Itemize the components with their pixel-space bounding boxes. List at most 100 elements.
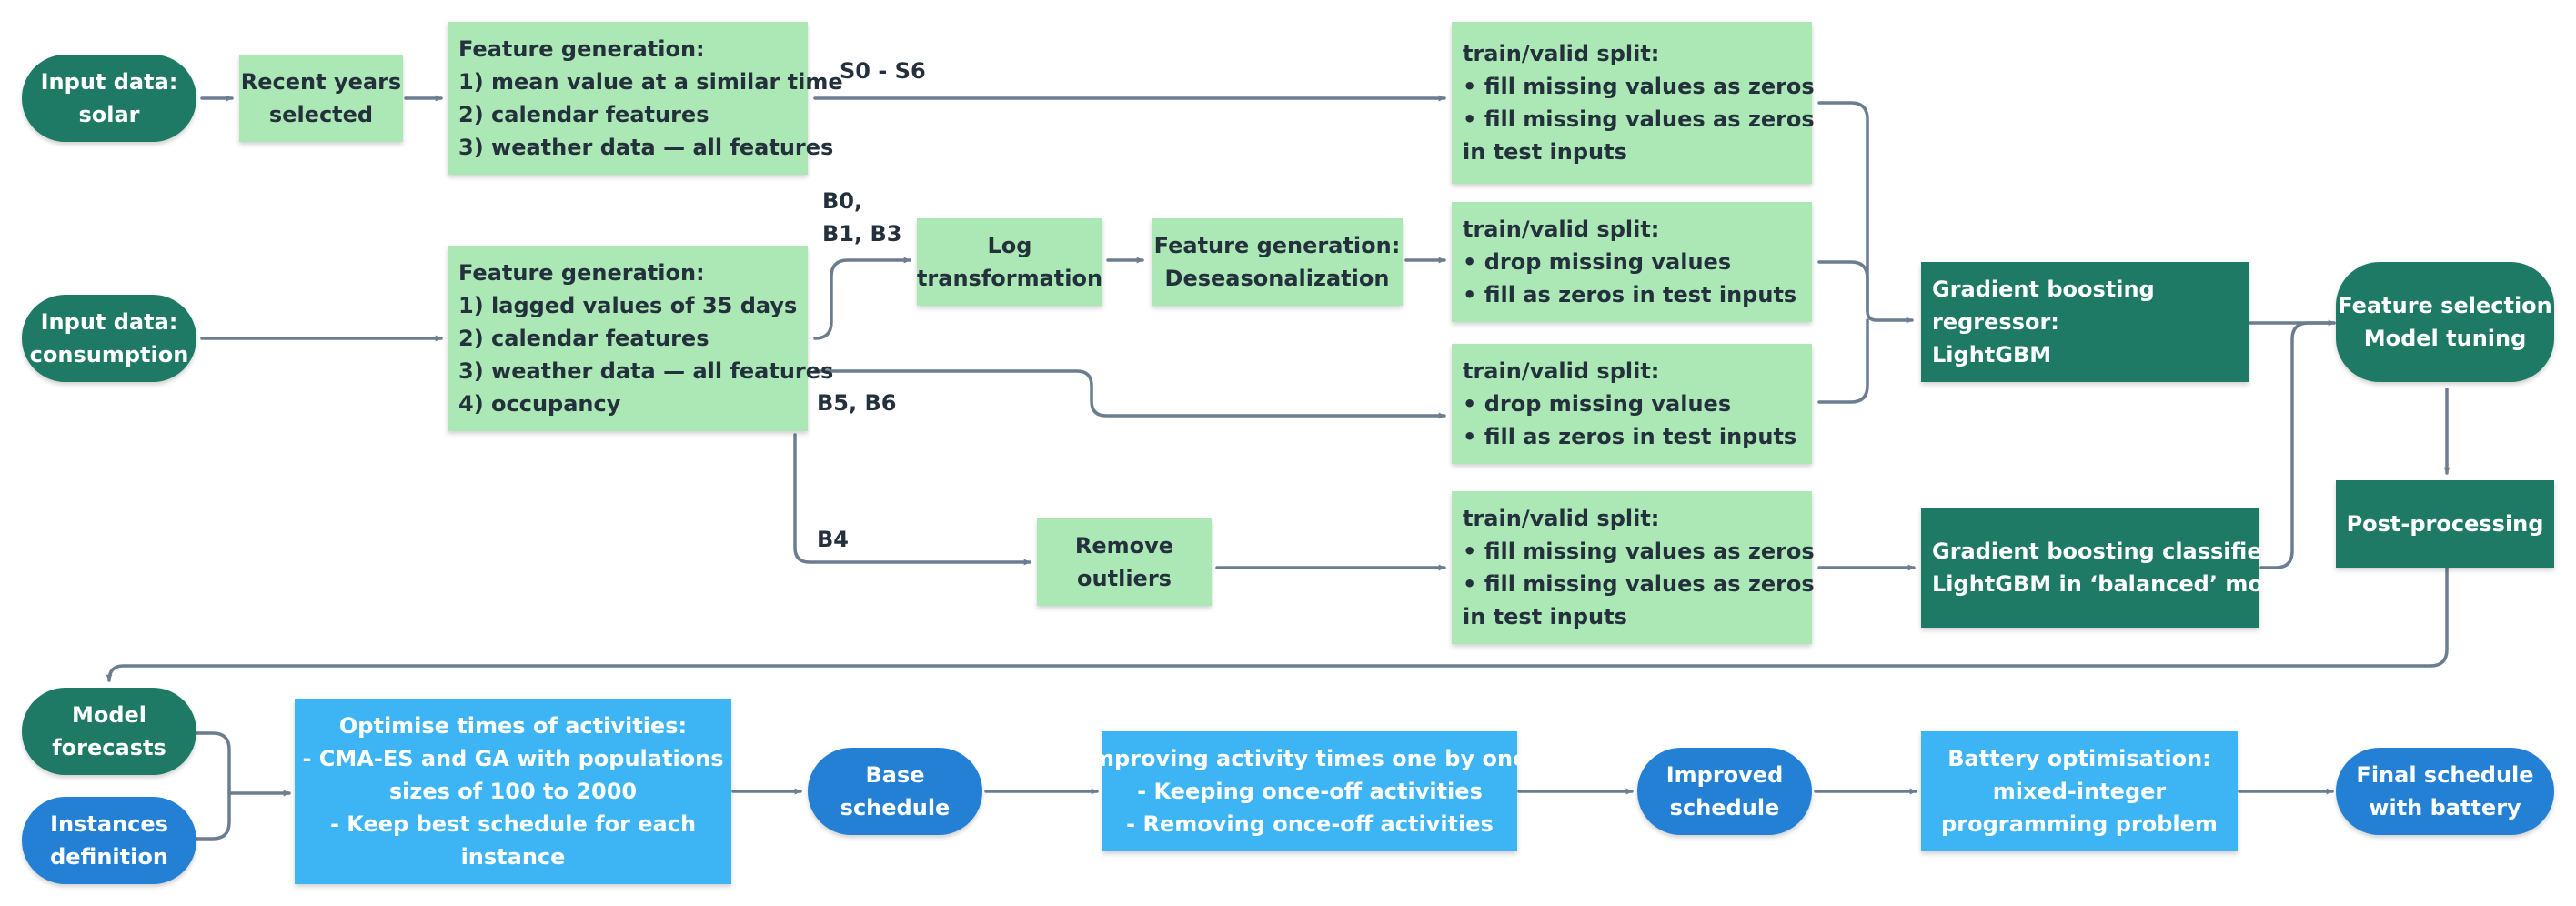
node-line: Input data: (40, 309, 178, 335)
node-line: train/valid split: (1463, 216, 1660, 242)
node-optimise-times: Optimise times of activities:- CMA-ES an… (295, 699, 731, 884)
label-b4: B4 (817, 527, 849, 552)
node-line: LightGBM in ‘balanced’ mode (1932, 571, 2294, 597)
node-gradient-boosting-regressor: Gradient boosting regressor: LightGBM (1921, 262, 2249, 382)
node-feature-generation-consumption: Feature generation: 1) lagged values of 3… (448, 246, 833, 431)
node-line: train/valid split: (1463, 506, 1660, 531)
node-line: Feature generation: (458, 36, 705, 62)
node-line: Battery optimisation: (1947, 746, 2211, 771)
node-model-forecasts: Model forecasts (22, 688, 196, 775)
node-line: definition (50, 844, 168, 870)
node-line: 2) calendar features (458, 326, 709, 351)
node-recent-years: Recent years selected (239, 55, 403, 142)
node-line: Input data: (40, 69, 178, 95)
node-line: 1) mean value at a similar time (458, 69, 843, 95)
node-line: with battery (2369, 795, 2521, 820)
node-line: 1) lagged values of 35 days (458, 293, 798, 318)
node-line: solar (78, 102, 140, 127)
node-line: instance (460, 844, 566, 870)
arrow-fg-to-remove-outliers (793, 433, 1031, 566)
node-line: in test inputs (1463, 604, 1627, 629)
node-line: train/valid split: (1463, 358, 1660, 384)
node-line: Model (71, 702, 147, 728)
node-line: Improved (1665, 762, 1784, 788)
node-line: transformation (916, 266, 1103, 291)
node-log-transformation: Log transformation (917, 218, 1102, 306)
node-line: Gradient boosting (1932, 277, 2155, 302)
node-line: • fill as zeros in test inputs (1463, 424, 1797, 449)
node-line: 3) weather data — all features (458, 135, 834, 160)
node-line: Instances (50, 811, 168, 837)
merge-split-b013 (1817, 260, 1869, 313)
node-improved-schedule: Improved schedule (1637, 748, 1812, 835)
merge-instances (195, 791, 231, 841)
node-gradient-boosting-classifier: Gradient boosting classifier: LightGBM in… (1921, 508, 2293, 628)
node-line: Recent years (240, 69, 402, 95)
node-line: Feature generation: (458, 260, 705, 286)
arrow-classifier-to-feature-selection (2259, 321, 2336, 569)
node-line: - CMA-ES and GA with populations (302, 746, 724, 771)
label-b0: B0, (822, 188, 863, 214)
node-base-schedule: Base schedule (808, 748, 982, 835)
node-line: schedule (840, 795, 951, 820)
node-line: Log (987, 233, 1032, 258)
node-line: - Keep best schedule for each (329, 811, 697, 837)
node-line: LightGBM (1932, 342, 2052, 367)
node-line: selected (268, 102, 374, 127)
label-s0-s6: S0 - S6 (840, 58, 926, 84)
node-improving-activity-times: Improving activity times one by one: - Ke… (1083, 731, 1536, 851)
node-line: Final schedule (2356, 762, 2534, 788)
arrow-fg-to-log (813, 257, 911, 340)
node-feature-generation-solar: Feature generation: 1) mean value at a si… (448, 22, 843, 175)
node-deseasonalization: Feature generation: Deseasonalization (1152, 218, 1403, 306)
node-line: Improving activity times one by one: (1083, 746, 1536, 771)
node-line: regressor: (1932, 309, 2059, 335)
node-input-solar: Input data: solar (22, 55, 196, 142)
node-line: train/valid split: (1463, 41, 1660, 66)
node-line: Post-processing (2346, 511, 2544, 537)
node-line: • fill missing values as zeros (1463, 571, 1815, 597)
node-line: Feature selection (2338, 293, 2552, 318)
node-line: • drop missing values (1463, 391, 1732, 417)
node-line: programming problem (1941, 811, 2218, 837)
node-line: Feature generation: (1153, 233, 1401, 258)
node-post-processing: Post-processing (2336, 480, 2554, 568)
node-line: - Removing once-off activities (1126, 811, 1494, 837)
node-line: • fill missing values as zeros (1463, 106, 1815, 132)
merge-forecasts (195, 731, 291, 797)
node-battery-optimisation: Battery optimisation: mixed-integer progra… (1921, 731, 2238, 851)
merge-split-s (1817, 101, 1914, 324)
node-input-consumption: Input data: consumption (22, 295, 196, 382)
node-line: Remove (1074, 533, 1174, 559)
node-line: mixed-integer (1992, 779, 2167, 804)
node-remove-outliers: Remove outliers (1037, 518, 1212, 606)
node-split-b5-b6: train/valid split: • drop missing values •… (1452, 344, 1812, 464)
node-line: • drop missing values (1463, 249, 1732, 275)
node-line: - Keeping once-off activities (1137, 779, 1483, 804)
node-line: outliers (1077, 566, 1172, 591)
node-line: 4) occupancy (458, 391, 621, 417)
node-line: • fill as zeros in test inputs (1463, 282, 1797, 307)
arrow-fg-to-split-b56 (813, 369, 1446, 419)
node-line: 2) calendar features (458, 102, 709, 127)
node-line: 3) weather data — all features (458, 358, 834, 384)
node-line: in test inputs (1463, 139, 1627, 165)
node-line: • fill missing values as zeros (1463, 74, 1815, 99)
node-line: schedule (1669, 795, 1780, 820)
node-split-s0-s6: train/valid split: • fill missing values … (1452, 22, 1815, 184)
node-line: sizes of 100 to 2000 (388, 779, 638, 804)
node-line: Base (865, 762, 925, 788)
node-final-schedule: Final schedule with battery (2336, 748, 2554, 835)
node-line: Deseasonalization (1164, 266, 1390, 291)
node-split-b0-b3: train/valid split: • drop missing values •… (1452, 202, 1812, 322)
node-line: consumption (29, 342, 189, 367)
node-split-b4: train/valid split: • fill missing values … (1452, 491, 1815, 644)
arrow-post-to-forecasts (106, 566, 2449, 682)
node-line: forecasts (52, 735, 166, 760)
node-instances-definition: Instances definition (22, 797, 196, 884)
label-b5-b6: B5, B6 (817, 390, 897, 416)
node-line: Gradient boosting classifier: (1932, 539, 2282, 564)
